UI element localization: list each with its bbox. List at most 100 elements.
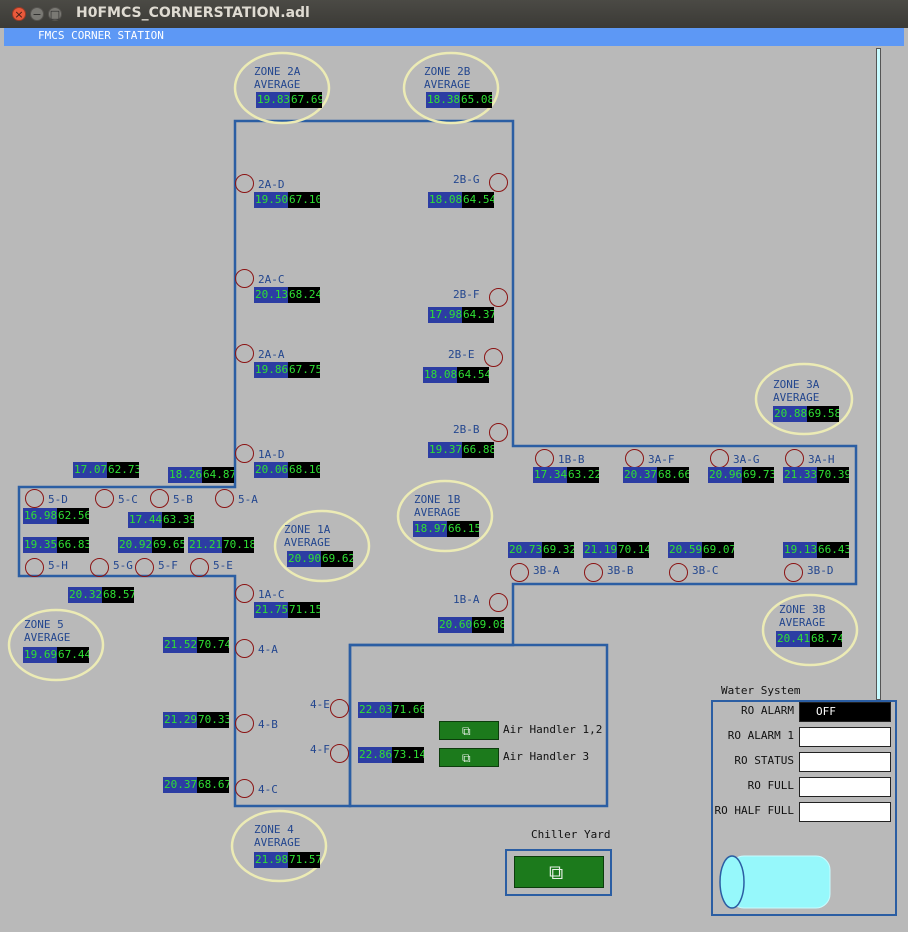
sensor-3b-b-icon[interactable] (584, 563, 603, 582)
chiller-yard-button[interactable]: ⧉ (514, 856, 604, 888)
sensor-4-c-icon[interactable] (235, 779, 254, 798)
sensor-4-a-icon[interactable] (235, 639, 254, 658)
water-system-frame (711, 700, 897, 916)
related-display-icon: ⧉ (462, 724, 471, 738)
sensor-3a-h-temp: 21.33 (783, 467, 817, 483)
sensor-2b-b-icon[interactable] (489, 423, 508, 442)
sensor-4-f-temp: 22.86 (358, 747, 392, 763)
close-icon[interactable]: × (12, 7, 26, 21)
air-handler-1-2-button[interactable]: ⧉ (439, 721, 499, 740)
zone-1b-humid: 66.15 (447, 521, 479, 537)
sensor-4-c-humid: 68.67 (197, 777, 229, 793)
sensor-1a-d-icon[interactable] (235, 444, 254, 463)
chiller-yard-label: Chiller Yard (531, 828, 611, 841)
sensor-2b-e-icon[interactable] (484, 348, 503, 367)
sensor-2a-a-humid: 67.75 (288, 362, 320, 378)
sensor-3b-c-label: 3B-C (692, 564, 719, 577)
sensor-4-b-icon[interactable] (235, 714, 254, 733)
sensor-4-c-label: 4-C (258, 783, 278, 796)
sensor-3a-h-icon[interactable] (785, 449, 804, 468)
sensor-1b-b-temp: 17.34 (533, 467, 567, 483)
sensor-2a-d-icon[interactable] (235, 174, 254, 193)
sensor-1a-c-label: 1A-C (258, 588, 285, 601)
sensor-5-d-icon[interactable] (25, 489, 44, 508)
sensor-extra-a-humid: 62.73 (107, 462, 139, 478)
sensor-5-d-humid: 62.56 (57, 508, 89, 524)
zone-3b-humid: 68.74 (810, 631, 842, 647)
sensor-2b-b-humid: 66.88 (462, 442, 494, 458)
sensor-2a-a-temp: 19.86 (254, 362, 288, 378)
sensor-4-e-label: 4-E (310, 698, 330, 711)
sensor-1b-b-icon[interactable] (535, 449, 554, 468)
sensor-2a-d-label: 2A-D (258, 178, 285, 191)
screen-banner: FMCS CORNER STATION (4, 28, 904, 46)
air-handler-room (348, 643, 609, 808)
sensor-2a-d-temp: 19.50 (254, 192, 288, 208)
zone-5-temp: 19.69 (23, 647, 57, 663)
ro-status-value (799, 752, 891, 772)
sensor-1a-c-icon[interactable] (235, 584, 254, 603)
sensor-5-c-icon[interactable] (95, 489, 114, 508)
zone-3b-temp: 20.41 (776, 631, 810, 647)
maximize-icon[interactable]: □ (48, 7, 62, 21)
sensor-1a-c-temp: 21.75 (254, 602, 288, 618)
sensor-3b-a-icon[interactable] (510, 563, 529, 582)
minimize-icon[interactable]: − (30, 7, 44, 21)
air-handler-3-button[interactable]: ⧉ (439, 748, 499, 767)
sensor-3b-a-label: 3B-A (533, 564, 560, 577)
sensor-3b-b-label: 3B-B (607, 564, 634, 577)
sensor-5-g-icon[interactable] (90, 558, 109, 577)
sensor-3a-f-label: 3A-F (648, 453, 675, 466)
sensor-1a-d-temp: 20.06 (254, 462, 288, 478)
sensor-2a-c-icon[interactable] (235, 269, 254, 288)
sensor-2b-g-temp: 18.08 (428, 192, 462, 208)
sensor-3a-g-icon[interactable] (710, 449, 729, 468)
zone-2b-humid: 65.08 (460, 92, 492, 108)
sensor-3b-d-icon[interactable] (784, 563, 803, 582)
building-floorplan (7, 51, 859, 883)
sensor-3b-b-temp: 21.19 (583, 542, 617, 558)
zone-4-ellipse (230, 809, 328, 883)
sensor-4-f-icon[interactable] (330, 744, 349, 763)
sensor-5-f-icon[interactable] (135, 558, 154, 577)
sensor-2b-e-humid: 64.54 (457, 367, 489, 383)
zone-1a-ellipse (273, 509, 371, 583)
zone-3a-humid: 69.58 (807, 406, 839, 422)
sensor-1b-a-temp: 20.60 (438, 617, 472, 633)
sensor-4-b-humid: 70.33 (197, 712, 229, 728)
sensor-5-f-humid: 70.18 (222, 537, 254, 553)
sensor-2b-f-icon[interactable] (489, 288, 508, 307)
sensor-5-e-icon[interactable] (190, 558, 209, 577)
sensor-5-h-icon[interactable] (25, 558, 44, 577)
sensor-5-a-icon[interactable] (215, 489, 234, 508)
sensor-1b-a-label: 1B-A (453, 593, 480, 606)
sensor-1a-c-humid: 71.15 (288, 602, 320, 618)
sensor-1b-a-icon[interactable] (489, 593, 508, 612)
sensor-5-b-icon[interactable] (150, 489, 169, 508)
sensor-2b-g-icon[interactable] (489, 173, 508, 192)
sensor-4-b-temp: 21.29 (163, 712, 197, 728)
sensor-3a-f-icon[interactable] (625, 449, 644, 468)
sensor-4-a-temp: 21.52 (163, 637, 197, 653)
sensor-4-a-humid: 70.74 (197, 637, 229, 653)
water-system-title: Water System (721, 684, 801, 697)
sensor-2a-a-icon[interactable] (235, 344, 254, 363)
sensor-3b-d-label: 3B-D (807, 564, 834, 577)
ro-alarm-1-value (799, 727, 891, 747)
sensor-3b-c-icon[interactable] (669, 563, 688, 582)
sensor-1b-b-label: 1B-B (558, 453, 585, 466)
ro-half-full-label: RO HALF FULL (714, 804, 794, 817)
sensor-extra-a-temp: 17.07 (73, 462, 107, 478)
sensor-2a-a-label: 2A-A (258, 348, 285, 361)
sensor-4-a-label: 4-A (258, 643, 278, 656)
sensor-4-f-humid: 73.14 (392, 747, 424, 763)
sensor-4-e-icon[interactable] (330, 699, 349, 718)
sensor-2b-g-label: 2B-G (453, 173, 480, 186)
ro-half-full-value (799, 802, 891, 822)
sensor-1b-b-humid: 63.22 (567, 467, 599, 483)
vertical-scrollbar[interactable] (876, 48, 881, 700)
sensor-3b-c-humid: 69.07 (702, 542, 734, 558)
